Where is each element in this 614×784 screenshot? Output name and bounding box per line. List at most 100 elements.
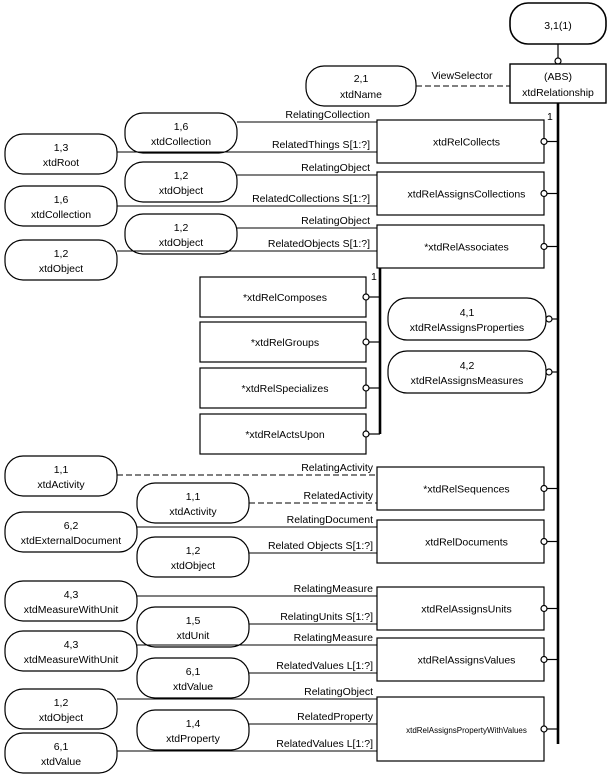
entity-name: *xtdRelAssociates [424, 242, 509, 254]
relation-circle [362, 338, 370, 346]
type-ref: 1,2 [54, 697, 69, 709]
page-ref-number: 4,1 [460, 307, 475, 319]
type-name: xtdObject [39, 263, 83, 275]
entity-box[interactable]: xtdRelDocuments [376, 519, 545, 564]
type-name: xtdName [340, 89, 382, 101]
type-name: xtdObject [39, 712, 83, 724]
entity-name: xtdRelDocuments [425, 537, 508, 549]
relation-circle [540, 242, 548, 251]
attribute-label: RelatedActivity [304, 490, 374, 502]
page-ref-oval[interactable]: 4,1 xtdRelAssignsProperties [387, 297, 547, 341]
attribute-label: RelatingActivity [301, 462, 374, 474]
subtype-entity-box[interactable]: *xtdRelSpecializes [199, 367, 367, 409]
entity-box[interactable]: xtdRelAssignsUnits [376, 586, 545, 631]
type-xtdName[interactable]: 2,1 xtdName [305, 65, 417, 107]
entity-box[interactable]: xtdRelAssignsValues [376, 637, 545, 682]
attribute-type-oval[interactable]: 6,2 xtdExternalDocument [4, 511, 138, 553]
relation-circle [362, 384, 370, 392]
relation-circle [362, 430, 370, 438]
type-name: xtdRoot [43, 157, 79, 169]
type-name: xtdExternalDocument [21, 535, 121, 547]
type-ref: 1,2 [174, 170, 189, 182]
relation-circle [540, 537, 548, 546]
relation-circle [545, 368, 553, 376]
type-ref: 1,5 [186, 615, 201, 627]
attribute-type-oval[interactable]: 1,2 xtdObject [4, 688, 118, 730]
spine-cardinality: 1 [547, 111, 553, 123]
type-ref: 2,1 [354, 73, 369, 85]
entity-box[interactable]: *xtdRelSequences [376, 466, 545, 511]
attribute-type-oval[interactable]: 1,1 xtdActivity [4, 455, 118, 497]
relation-circle [540, 655, 548, 664]
type-ref: 6,1 [186, 666, 201, 678]
subtype-entity-box[interactable]: *xtdRelGroups [199, 321, 367, 363]
relation-circle [545, 315, 553, 323]
relation-circle [540, 484, 548, 493]
attribute-label: RelatedValues L[1:?] [276, 738, 373, 750]
entity-name: xtdRelAssignsCollections [408, 189, 526, 201]
relation-circle [540, 725, 548, 733]
relation-circle [540, 604, 548, 613]
entity-box[interactable]: xtdRelCollects [376, 119, 545, 164]
entity-name: xtdRelAssignsValues [418, 655, 516, 667]
type-name: xtdValue [41, 756, 81, 768]
subtype-entity-box[interactable]: *xtdRelComposes [199, 276, 367, 318]
entity-name: xtdRelAssignsPropertyWithValues [406, 726, 527, 735]
type-ref: 4,3 [64, 589, 79, 601]
type-name: xtdCollection [31, 209, 91, 221]
type-ref: 1,6 [174, 121, 189, 133]
relationship-0: xtdRelCollects1,6xtdCollectionRelatingCo… [4, 109, 558, 175]
type-name: xtdObject [171, 560, 215, 572]
page-ref-name: xtdRelAssignsProperties [410, 322, 524, 334]
entity-box[interactable]: xtdRelAssignsPropertyWithValues [376, 696, 545, 762]
entity-box[interactable]: xtdRelAssignsCollections [376, 171, 545, 216]
attribute-type-oval[interactable]: 1,5 xtdUnit [136, 606, 250, 648]
page-ref-name: xtdRelAssignsMeasures [411, 375, 524, 387]
entity-box[interactable]: *xtdRelAssociates [376, 224, 545, 269]
entity-name: *xtdRelSequences [423, 484, 509, 496]
relation-circle [540, 137, 548, 146]
type-ref: 6,2 [64, 520, 79, 532]
attribute-type-oval[interactable]: 4,3 xtdMeasureWithUnit [4, 580, 138, 622]
relationships: xtdRelCollects1,6xtdCollectionRelatingCo… [4, 109, 558, 774]
relationship-6: xtdRelAssignsValues 4,3xtdMeasureWithUnit… [4, 630, 558, 699]
type-name: xtdUnit [177, 630, 210, 642]
page-ref-top-label: 3,1(1) [544, 20, 571, 32]
relationship-4: xtdRelDocuments6,2xtdExternalDocumentRel… [4, 511, 558, 578]
page-ref-top: 3,1(1) [509, 2, 607, 45]
subtype-name: *xtdRelGroups [251, 337, 319, 349]
entity-name: xtdRelAssignsUnits [421, 604, 511, 616]
type-name: xtdActivity [37, 479, 85, 491]
type-name: xtdMeasureWithUnit [24, 604, 119, 616]
relationship-5: xtdRelAssignsUnits4,3xtdMeasureWithUnitR… [4, 580, 558, 648]
entity-xtdRelationship[interactable]: (ABS) xtdRelationship [509, 63, 607, 104]
subtype-entity-box[interactable]: *xtdRelActsUpon [199, 413, 367, 455]
attribute-label: RelatingObject [304, 686, 373, 698]
attribute-label: RelatingObject [301, 162, 370, 174]
type-ref: 4,3 [64, 639, 79, 651]
relation-circle [362, 293, 370, 301]
relationship-7: xtdRelAssignsPropertyWithValues 1,2 xtdObj… [4, 686, 558, 774]
subtype-name: *xtdRelComposes [243, 292, 327, 304]
page-refs: 4,1 xtdRelAssignsProperties 4,2xtdRelAssig… [387, 297, 558, 394]
attribute-label: RelatedThings S[1:?] [272, 139, 370, 151]
type-ref: 1,1 [186, 491, 201, 503]
subtype-name: *xtdRelSpecializes [242, 383, 329, 395]
relation-circle [540, 189, 548, 198]
type-ref: 1,1 [54, 464, 69, 476]
type-ref: 1,2 [174, 222, 189, 234]
abs-label: (ABS) [544, 71, 572, 83]
